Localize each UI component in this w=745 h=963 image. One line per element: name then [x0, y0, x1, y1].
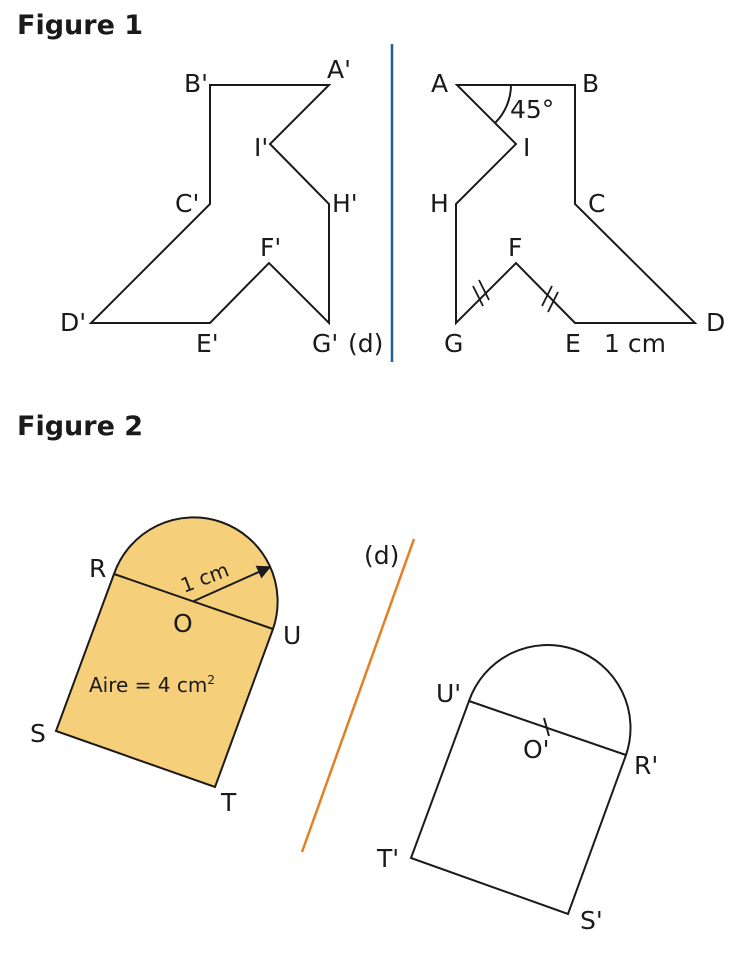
label-C-prime: C'	[175, 189, 199, 218]
label-G-prime: G'	[312, 329, 338, 358]
axis1-label: (d)	[348, 329, 383, 358]
area-label: Aire = 4 cm2	[89, 673, 215, 697]
label-E: E	[565, 329, 581, 358]
shape-original-filled	[54, 516, 279, 789]
label-G: G	[444, 329, 463, 358]
radius-arrow	[193, 565, 272, 602]
label-F-prime: F'	[260, 233, 281, 262]
label-I-prime: I'	[254, 133, 268, 162]
label-T: T	[220, 788, 237, 817]
polygon-original	[454, 84, 698, 326]
label-A-prime: A'	[327, 55, 351, 84]
label-R: R	[89, 554, 106, 583]
label-F: F	[508, 233, 522, 262]
label-D-prime: D'	[60, 308, 86, 337]
area-exponent: 2	[207, 673, 215, 687]
label-O: O	[173, 609, 193, 638]
figure2-title: Figure 2	[17, 411, 144, 442]
angle-arc-45	[494, 84, 512, 124]
label-I: I	[523, 133, 530, 162]
shape-image	[409, 699, 628, 916]
label-H-prime: H'	[332, 189, 358, 218]
label-D: D	[706, 308, 725, 337]
label-A: A	[431, 69, 448, 98]
label-S: S	[30, 719, 46, 748]
label-S-prime: S'	[580, 906, 603, 935]
tick-O-prime	[543, 717, 550, 737]
length-label: 1 cm	[604, 329, 666, 358]
equal-length-ticks	[472, 279, 559, 313]
semicircle-image	[468, 643, 632, 756]
label-T-prime: T'	[376, 844, 399, 873]
label-U: U	[283, 621, 301, 650]
label-E-prime: E'	[196, 329, 219, 358]
angle-label: 45°	[510, 95, 554, 124]
diameter-RU	[113, 573, 274, 630]
polygon-image	[88, 84, 332, 326]
label-C: C	[588, 189, 605, 218]
label-H: H	[430, 189, 449, 218]
symmetry-axis-figure2	[300, 538, 416, 853]
axis2-label: (d)	[364, 541, 399, 570]
figure1-title: Figure 1	[17, 10, 144, 41]
label-R-prime: R'	[634, 751, 658, 780]
label-U-prime: U'	[436, 679, 461, 708]
label-B: B	[582, 69, 599, 98]
label-O-prime: O'	[523, 735, 550, 764]
label-B-prime: B'	[184, 69, 208, 98]
